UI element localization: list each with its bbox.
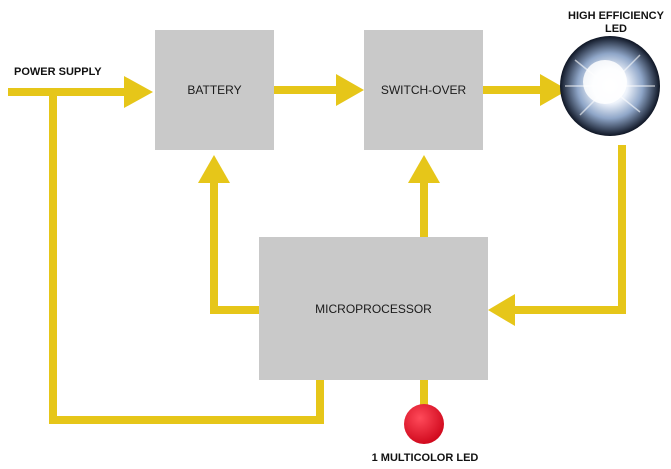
- arrowhead-switch-up: [408, 155, 440, 183]
- microprocessor-box: MICROPROCESSOR: [259, 237, 488, 380]
- arrowhead-switch: [336, 74, 364, 106]
- arrowhead-battery-up: [198, 155, 230, 183]
- connector-microprocessor-to-battery: [214, 180, 259, 310]
- switch-over-label: SWITCH-OVER: [381, 83, 466, 97]
- arrowhead-battery: [124, 76, 153, 108]
- arrowhead-microprocessor-right: [488, 294, 515, 326]
- power-supply-label: POWER SUPPLY: [14, 66, 124, 79]
- connector-led-to-microprocessor: [515, 145, 622, 310]
- high-efficiency-led-label: HIGH EFFICIENCY LED: [566, 10, 666, 36]
- microprocessor-label: MICROPROCESSOR: [315, 302, 432, 316]
- switch-over-box: SWITCH-OVER: [364, 30, 483, 150]
- battery-box: BATTERY: [155, 30, 274, 150]
- high-efficiency-led-icon: [560, 36, 660, 136]
- multicolor-led-icon: [404, 404, 444, 444]
- battery-label: BATTERY: [187, 83, 241, 97]
- multicolor-led-label: 1 MULTICOLOR LED: [350, 452, 500, 465]
